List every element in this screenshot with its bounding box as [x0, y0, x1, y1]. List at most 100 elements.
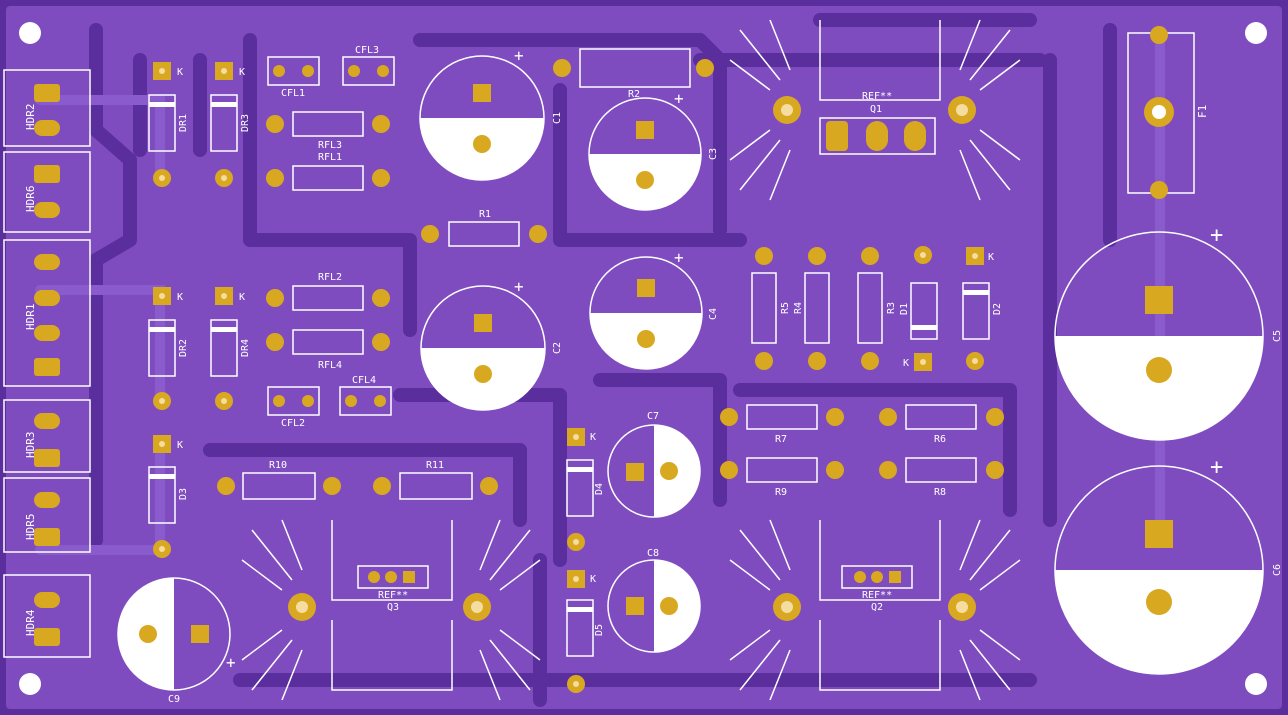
label-rfl4: RFL4 — [318, 360, 342, 371]
label-r9: R9 — [775, 487, 787, 498]
hdr4-outline — [3, 574, 91, 658]
label-r1: R1 — [479, 209, 491, 220]
label-c3: C3 — [708, 148, 719, 160]
hdr6-outline — [3, 151, 91, 233]
label-c1: C1 — [552, 112, 563, 124]
mounting-hole-bl — [19, 673, 41, 695]
label-c7: C7 — [647, 411, 659, 422]
label-r6: R6 — [934, 434, 946, 445]
rfl4-body — [292, 329, 364, 355]
label-d3: D3 — [178, 488, 189, 500]
cap-c6 — [1054, 465, 1264, 675]
r10-body — [242, 472, 316, 500]
filter-caps — [267, 56, 395, 416]
label-hdr4: HDR4 — [24, 609, 37, 636]
cap-c7 — [607, 424, 701, 518]
plus-c2: + — [514, 277, 524, 296]
r1-body — [448, 221, 520, 247]
cap-c5 — [1054, 231, 1264, 441]
label-hdr1: HDR1 — [24, 304, 37, 331]
label-dr4: DR4 — [240, 339, 251, 357]
label-ref-q3: REF** — [378, 590, 408, 601]
cap-c8 — [607, 559, 701, 653]
fuse-f1 — [1127, 26, 1195, 199]
label-dr3: DR3 — [240, 114, 251, 132]
label-c5: C5 — [1272, 330, 1283, 342]
r4-body — [804, 272, 830, 344]
diodes-left — [148, 62, 990, 693]
label-cfl4: CFL4 — [352, 375, 376, 386]
label-hdr6: HDR6 — [24, 186, 37, 213]
cap-c1 — [419, 55, 545, 181]
label-d5: D5 — [594, 624, 605, 636]
label-c9: C9 — [168, 694, 180, 705]
plus-c9: + — [226, 653, 236, 672]
label-k-d4: K — [590, 432, 596, 443]
label-hdr3: HDR3 — [24, 432, 37, 459]
rfl1-body — [292, 165, 364, 191]
label-rfl3: RFL3 — [318, 140, 342, 151]
r9-body — [746, 457, 818, 483]
r6-body — [905, 404, 977, 430]
mounting-hole-tl — [19, 22, 41, 44]
mounting-hole-tr — [1245, 22, 1267, 44]
r7-body — [746, 404, 818, 430]
plus-c3: + — [674, 89, 684, 108]
label-hdr5: HDR5 — [24, 514, 37, 541]
plus-c4: + — [674, 248, 684, 267]
cap-c2 — [420, 285, 546, 411]
label-ref-q1: REF** — [862, 91, 892, 102]
label-ref-q2: REF** — [862, 590, 892, 601]
heatsink-q1 — [729, 19, 1021, 201]
label-q3: Q3 — [387, 602, 399, 613]
label-hdr2: HDR2 — [24, 104, 37, 131]
label-k-d2: K — [988, 252, 994, 263]
hdr5-outline — [3, 477, 91, 553]
label-k-d1: K — [903, 358, 909, 369]
transistor-holes — [296, 104, 968, 613]
header-connectors — [3, 69, 91, 658]
hdr2-outline — [3, 69, 91, 147]
label-k-dr1: K — [177, 67, 183, 78]
label-d1: D1 — [899, 303, 910, 315]
mounting-hole-br — [1245, 673, 1267, 695]
r2-body — [579, 48, 691, 88]
rfl2-body — [292, 285, 364, 311]
plus-c6: + — [1210, 455, 1223, 480]
label-c8: C8 — [647, 548, 659, 559]
label-f1: F1 — [1196, 105, 1209, 118]
label-dr2: DR2 — [178, 339, 189, 357]
label-dr1: DR1 — [178, 114, 189, 132]
label-rfl1: RFL1 — [318, 152, 342, 163]
rfl3-body — [292, 111, 364, 137]
label-r5: R5 — [780, 302, 791, 314]
label-k-d3: K — [177, 440, 183, 451]
label-d2: D2 — [992, 303, 1003, 315]
label-c2: C2 — [552, 342, 563, 354]
r3-body — [857, 272, 883, 344]
mounting-holes — [19, 22, 1267, 695]
label-cfl1: CFL1 — [281, 88, 305, 99]
label-r7: R7 — [775, 434, 787, 445]
transistor-pads — [288, 96, 976, 621]
cap-c4 — [589, 256, 703, 370]
plus-c5: + — [1210, 223, 1223, 248]
label-c4: C4 — [708, 308, 719, 320]
label-cfl3: CFL3 — [355, 45, 379, 56]
cap-c3 — [588, 97, 702, 211]
label-k-dr2: K — [177, 292, 183, 303]
header-pads — [34, 84, 60, 646]
label-k-dr3: K — [239, 67, 245, 78]
resistors — [217, 48, 1004, 500]
hdr3-outline — [3, 399, 91, 473]
r5-body — [751, 272, 777, 344]
isolation-gaps — [89, 13, 1117, 707]
hdr1-outline — [3, 239, 91, 387]
heatsink-q3 — [241, 519, 541, 701]
label-r10: R10 — [269, 460, 287, 471]
label-q1: Q1 — [870, 104, 882, 115]
r11-body — [399, 472, 473, 500]
label-k-dr4: K — [239, 292, 245, 303]
label-r11: R11 — [426, 460, 444, 471]
